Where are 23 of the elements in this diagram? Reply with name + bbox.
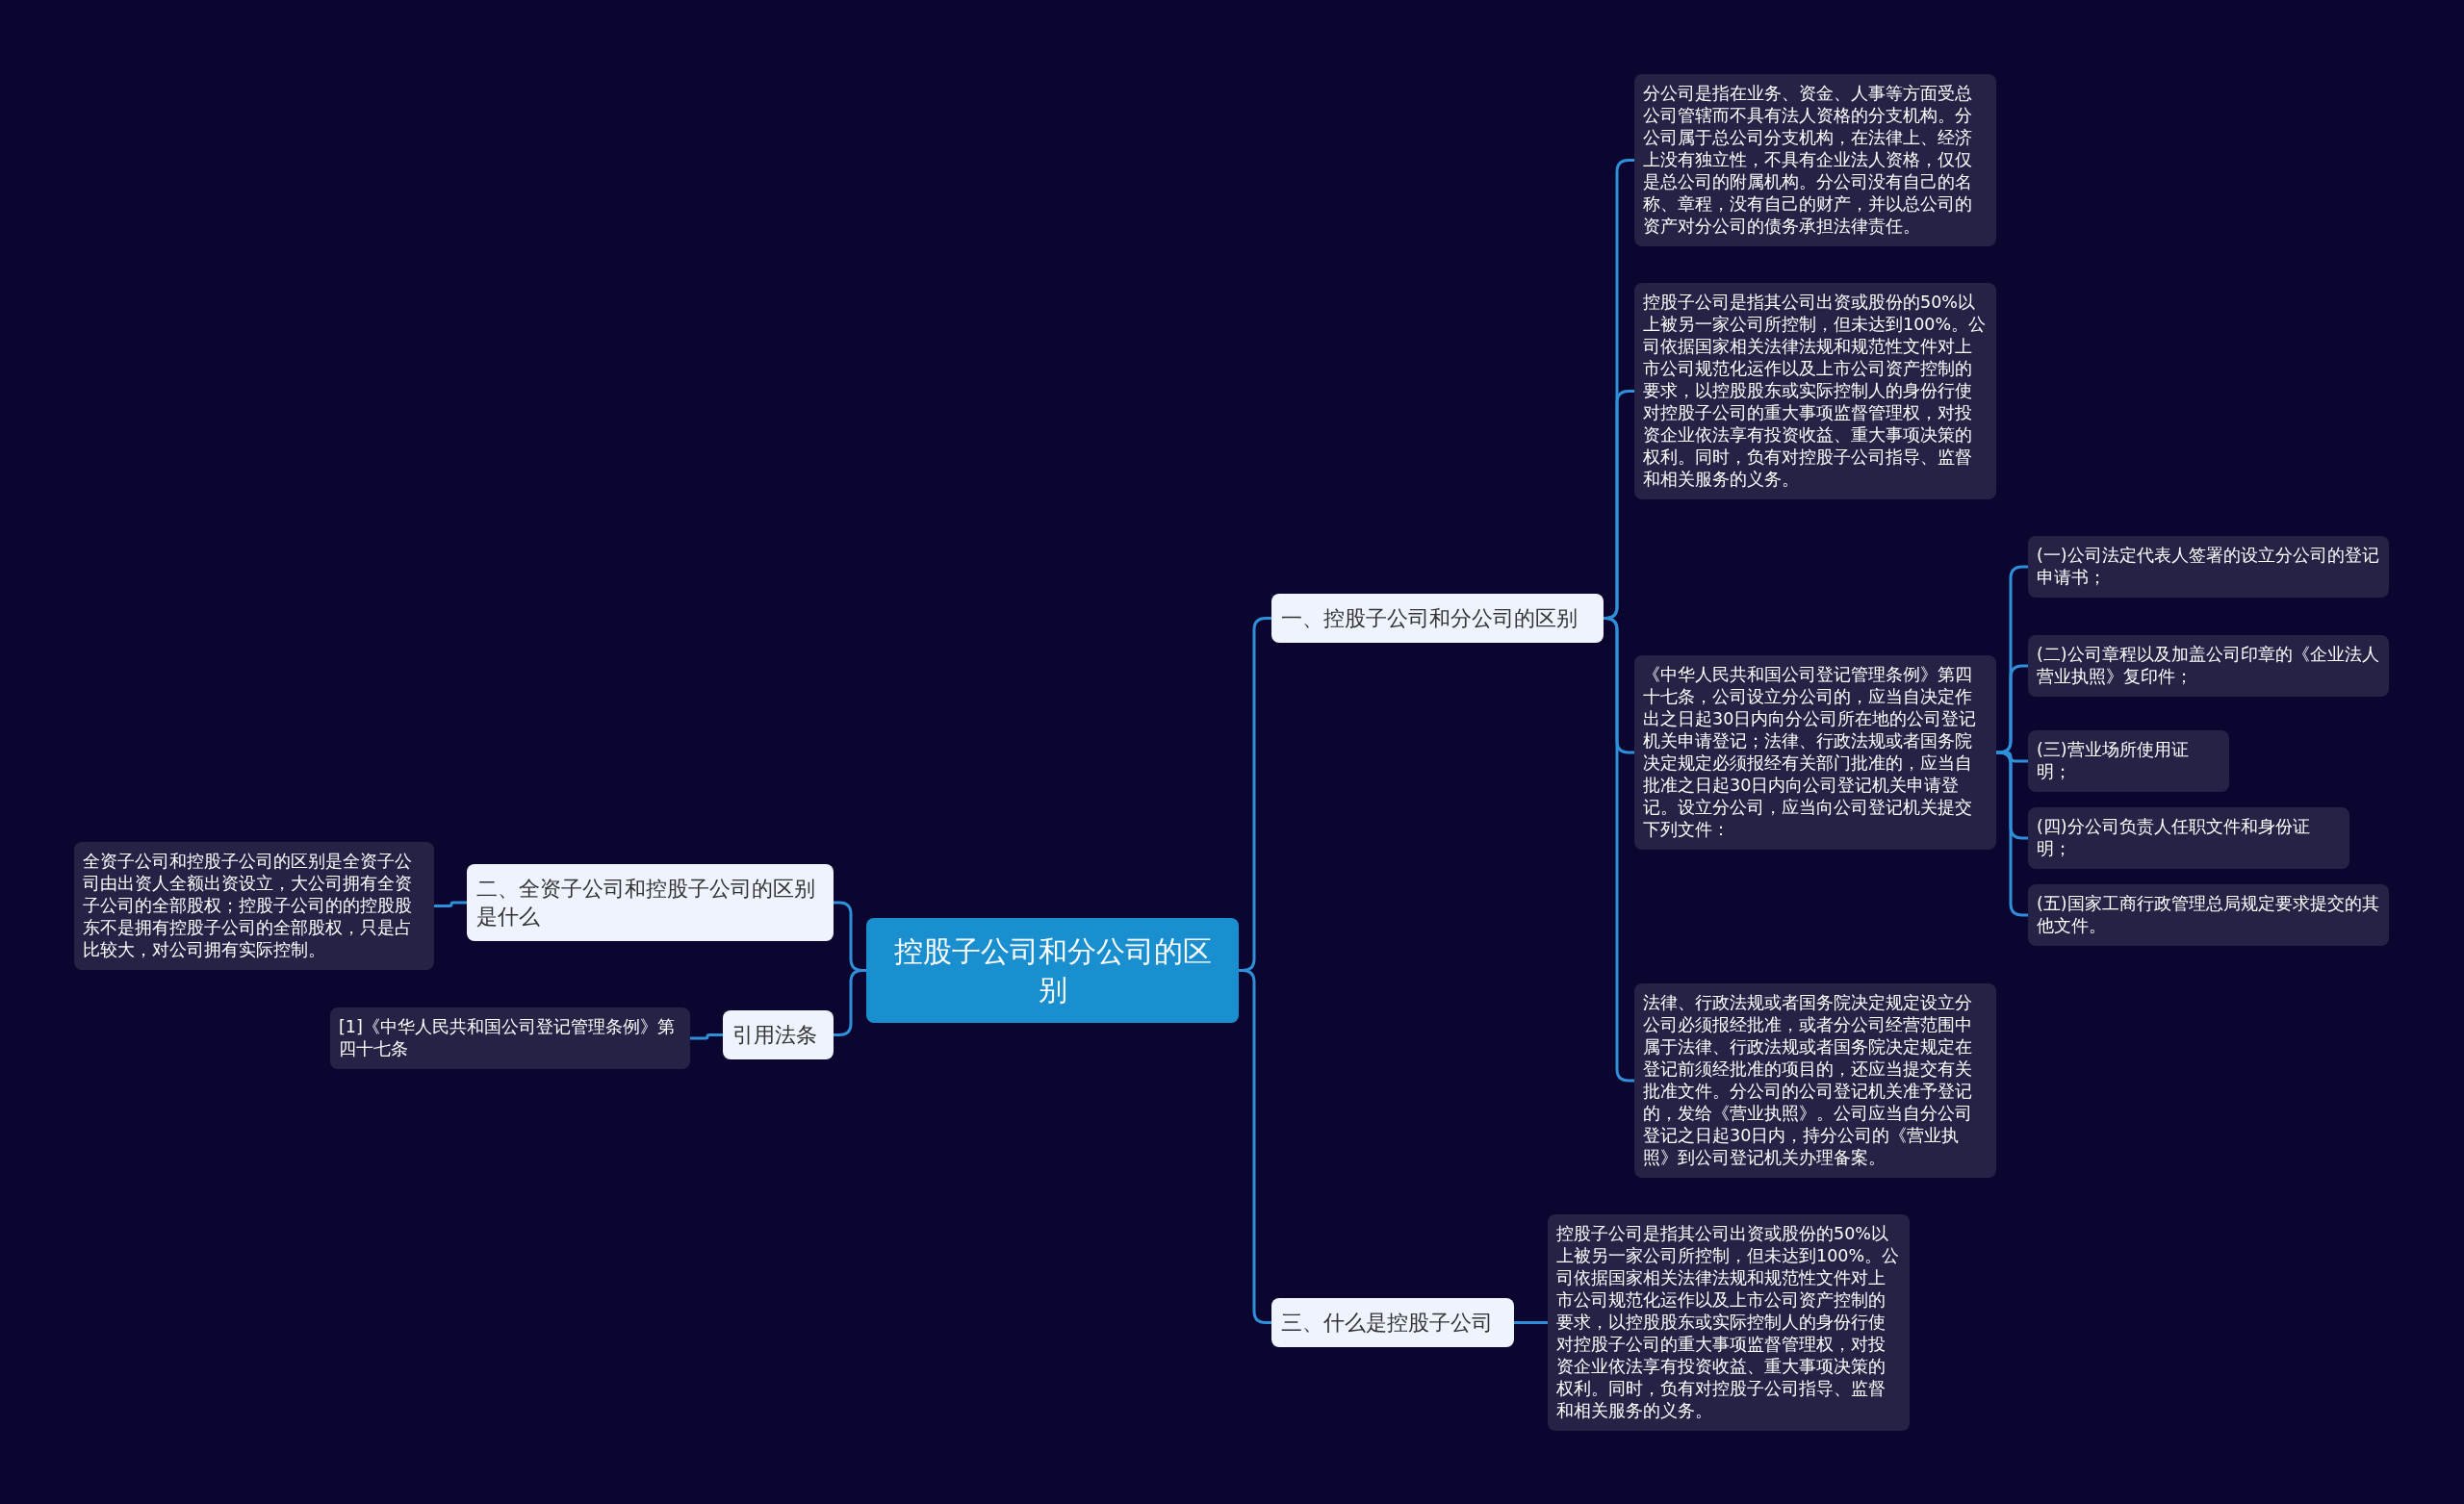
topic-box: 一、控股子公司和分公司的区别	[1271, 594, 1604, 643]
connector-line	[1514, 1321, 1548, 1324]
connector-line	[1996, 751, 2028, 917]
topic-box: 三、什么是控股子公司	[1271, 1298, 1514, 1347]
connector-line	[434, 901, 467, 907]
text-box: (二)公司章程以及加盖公司印章的《企业法人营业执照》复印件；	[2028, 635, 2389, 697]
text-box: (一)公司法定代表人签署的设立分公司的登记申请书；	[2028, 536, 2389, 598]
text-box: [1]《中华人民共和国公司登记管理条例》第四十七条	[330, 1007, 690, 1069]
text-box: 全资子公司和控股子公司的区别是全资子公司由出资人全额出资设立，大公司拥有全资子公司的全部股权；控股子公司的的控股股东不是拥有控股子公司的全部股权，只是占比较大，对公司拥有实际控制。	[74, 842, 434, 970]
connector-line	[1996, 664, 2028, 754]
text-box: 分公司是指在业务、资金、人事等方面受总公司管辖而不具有法人资格的分支机构。分公司属于总公司分支机构，在法律上、经济上没有独立性，不具有企业法人资格，仅仅是总公司的附属机构。分公司没有自己的名称、章程，没有自己的财产，并以总公司的资产对分公司的债务承担法律责任。	[1634, 74, 1996, 246]
central-topic-box: 控股子公司和分公司的区别	[866, 918, 1239, 1023]
text-box: (五)国家工商行政管理总局规定要求提交的其他文件。	[2028, 884, 2389, 946]
connector-line	[690, 1033, 723, 1040]
connector-line	[1603, 617, 1634, 1083]
text-box: (四)分公司负责人任职文件和身份证明；	[2028, 807, 2349, 869]
topic-box: 引用法条	[723, 1010, 834, 1059]
topic-box: 二、全资子公司和控股子公司的区别是什么	[467, 864, 834, 941]
text-box: 法律、行政法规或者国务院决定规定设立分公司必须报经批准，或者分公司经营范围中属于法律、行政法规或者国务院决定规定在登记前须经批准的项目的，还应当提交有关批准文件。分公司的公司登记机关准予登记的，发给《营业执照》。公司应当自分公司登记之日起30日内，持分公司的《营业执照》到公司登记机关办理备案。	[1634, 983, 1996, 1178]
text-box: (三)营业场所使用证明；	[2028, 730, 2229, 792]
text-box: 控股子公司是指其公司出资或股份的50%以上被另一家公司所控制，但未达到100%。公司依据国家相关法律法规和规范性文件对上市公司规范化运作以及上市公司资产控制的要求，以控股股东或实际控制人的身份行使对控股子公司的重大事项监督管理权，对投资企业依法享有投资收益、重大事项决策的权利。同时，负有对控股子公司指导、监督和相关服务的义务。	[1634, 283, 1996, 499]
text-box: 《中华人民共和国公司登记管理条例》第四十七条，公司设立分公司的，应当自决定作出之日起30日内向分公司所在地的公司登记机关申请登记；法律、行政法规或者国务院决定规定必须报经有关部门批准的，应当自批准之日起30日内向公司登记机关申请登记。设立分公司，应当向公司登记机关提交下列文件：	[1634, 655, 1996, 850]
text-box: 控股子公司是指其公司出资或股份的50%以上被另一家公司所控制，但未达到100%。公司依据国家相关法律法规和规范性文件对上市公司规范化运作以及上市公司资产控制的要求，以控股股东或实际控制人的身份行使对控股子公司的重大事项监督管理权，对投资企业依法享有投资收益、重大事项决策的权利。同时，负有对控股子公司指导、监督和相关服务的义务。	[1548, 1214, 1910, 1431]
